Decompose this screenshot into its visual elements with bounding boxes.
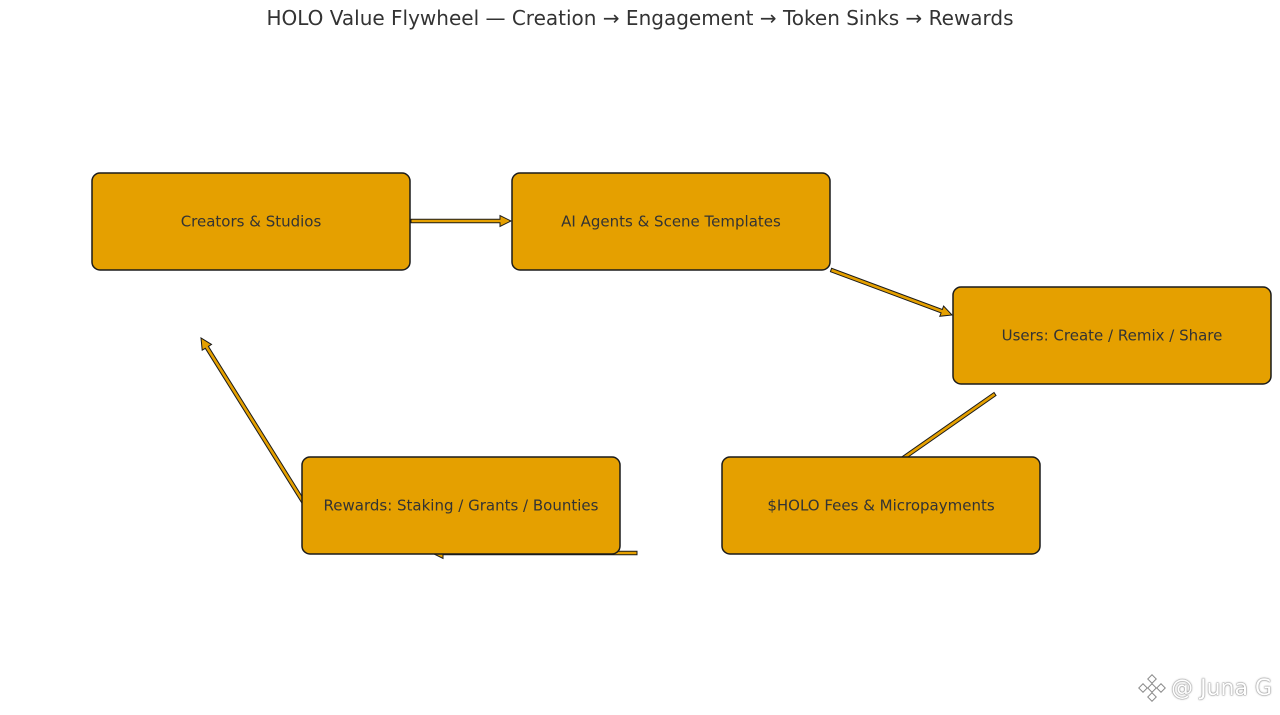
node-users: Users: Create / Remix / Share [952, 286, 1272, 385]
node-rewards: Rewards: Staking / Grants / Bounties [301, 456, 621, 555]
nodes-layer: Creators & Studios AI Agents & Scene Temp… [91, 172, 1272, 555]
node-label: Rewards: Staking / Grants / Bounties [324, 497, 599, 515]
node-box [91, 172, 411, 271]
binance-logo-icon [1138, 674, 1167, 702]
node-box [952, 286, 1272, 385]
node-label: Creators & Studios [181, 213, 322, 231]
node-creators: Creators & Studios [91, 172, 411, 271]
node-agents: AI Agents & Scene Templates [511, 172, 831, 271]
watermark-text: @ Juna G [1171, 675, 1272, 701]
node-box [301, 456, 621, 555]
watermark: @ Juna G [1137, 673, 1272, 703]
node-label: Users: Create / Remix / Share [1002, 327, 1223, 345]
node-box [721, 456, 1041, 555]
arrow-rewards-to-creators [200, 337, 307, 505]
node-label: $HOLO Fees & Micropayments [767, 497, 995, 515]
diagram-title: HOLO Value Flywheel — Creation → Engagem… [266, 6, 1014, 30]
node-fees: $HOLO Fees & Micropayments [721, 456, 1041, 555]
arrow-creators-to-agents [410, 214, 513, 228]
arrow-agents-to-users [829, 267, 954, 317]
node-label: AI Agents & Scene Templates [561, 213, 781, 231]
node-box [511, 172, 831, 271]
